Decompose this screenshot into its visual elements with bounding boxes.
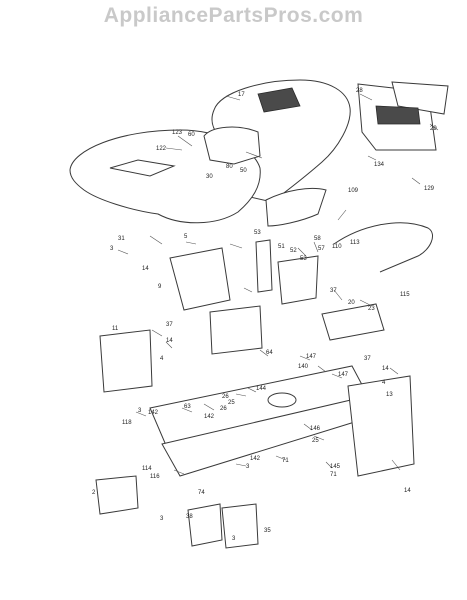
callout: 14 <box>166 338 173 344</box>
callout: 37 <box>330 288 337 294</box>
callout: 123 <box>172 130 183 136</box>
callout: 17 <box>238 92 245 98</box>
callout: 14 <box>382 366 389 372</box>
callout: 5 <box>184 234 188 240</box>
callout: 4 <box>382 380 386 386</box>
lower-plate-2 <box>95 475 139 515</box>
callout: 23 <box>368 306 375 312</box>
callout: 2 <box>92 490 96 496</box>
callout-labels: 17 28 29 134 129 123 60 122 80 50 30 109… <box>92 88 437 542</box>
callout: 30 <box>206 174 213 180</box>
callout: 64 <box>266 350 273 356</box>
callout: 146 <box>310 426 321 432</box>
callout: 31 <box>118 236 125 242</box>
callout: 140 <box>298 364 309 370</box>
support-plate-right <box>255 239 273 293</box>
callout: 29 <box>430 126 437 132</box>
callout: 134 <box>374 162 385 168</box>
callout: 3 <box>110 246 114 252</box>
callout: 52 <box>290 248 297 254</box>
callout: 58 <box>314 236 321 242</box>
callout: 53 <box>254 230 261 236</box>
callout: 110 <box>332 244 342 250</box>
callout: 9 <box>158 284 162 290</box>
frame-hole <box>267 392 297 408</box>
callout: 11 <box>112 326 119 332</box>
callout: 80 <box>226 164 233 170</box>
callout: 145 <box>330 464 341 470</box>
callout: 38 <box>186 514 193 520</box>
callout: 142 <box>250 456 261 462</box>
callout: 51 <box>278 244 285 250</box>
bumper-bar <box>333 222 433 273</box>
support-plate-left <box>169 247 231 311</box>
callout: 63 <box>184 404 191 410</box>
callout: 71 <box>282 458 289 464</box>
callout: 14 <box>404 488 411 494</box>
callout: 25 <box>228 400 235 406</box>
callout: 147 <box>306 354 317 360</box>
side-panel-left <box>99 329 153 393</box>
callout: 114 <box>142 466 152 472</box>
callout: 26 <box>220 406 227 412</box>
callout: 116 <box>150 474 160 480</box>
seat-plate <box>109 159 176 177</box>
callout: 3 <box>246 464 250 470</box>
lead-lines <box>117 93 439 475</box>
callout: 3 <box>138 408 142 414</box>
callout: 57 <box>318 246 325 252</box>
callout: 122 <box>156 146 167 152</box>
callout: 60 <box>188 132 195 138</box>
callout: 28 <box>356 88 363 94</box>
callout: 37 <box>166 322 173 328</box>
callout: 109 <box>348 188 359 194</box>
callout: 14 <box>142 266 149 272</box>
lower-plate-38 <box>187 503 223 547</box>
callout: 25 <box>312 438 319 444</box>
callout: 13 <box>386 392 393 398</box>
callout: 142 <box>204 414 215 420</box>
callout: 71 <box>330 472 337 478</box>
watermark: AppliancePartsPros.com <box>103 4 364 27</box>
callout: 113 <box>350 240 360 246</box>
side-frame-right <box>347 375 415 477</box>
callout: 142 <box>148 410 159 416</box>
callout: 129 <box>424 186 435 192</box>
callout: 20 <box>348 300 355 306</box>
callout: 3 <box>160 516 164 522</box>
callout: 115 <box>400 292 410 298</box>
callout: 50 <box>240 168 247 174</box>
callout: 53 <box>300 256 307 262</box>
callout: 35 <box>264 528 271 534</box>
callout: 4 <box>160 356 164 362</box>
callout: 147 <box>338 372 349 378</box>
seat-bracket <box>265 187 327 227</box>
lower-plate-35 <box>221 503 259 549</box>
callout: 144 <box>256 386 267 392</box>
callout: 118 <box>122 420 132 426</box>
grille-bars <box>375 105 421 125</box>
seat-rail <box>321 303 385 341</box>
engine-mount <box>209 305 263 355</box>
callout: 74 <box>198 490 205 496</box>
callout: 37 <box>364 356 371 362</box>
callout: 26 <box>222 394 229 400</box>
bumper-plate <box>391 81 449 115</box>
dash-panel <box>203 126 261 165</box>
callout: 3 <box>232 536 236 542</box>
bracket-57 <box>277 255 319 305</box>
hood-vents <box>257 87 301 113</box>
